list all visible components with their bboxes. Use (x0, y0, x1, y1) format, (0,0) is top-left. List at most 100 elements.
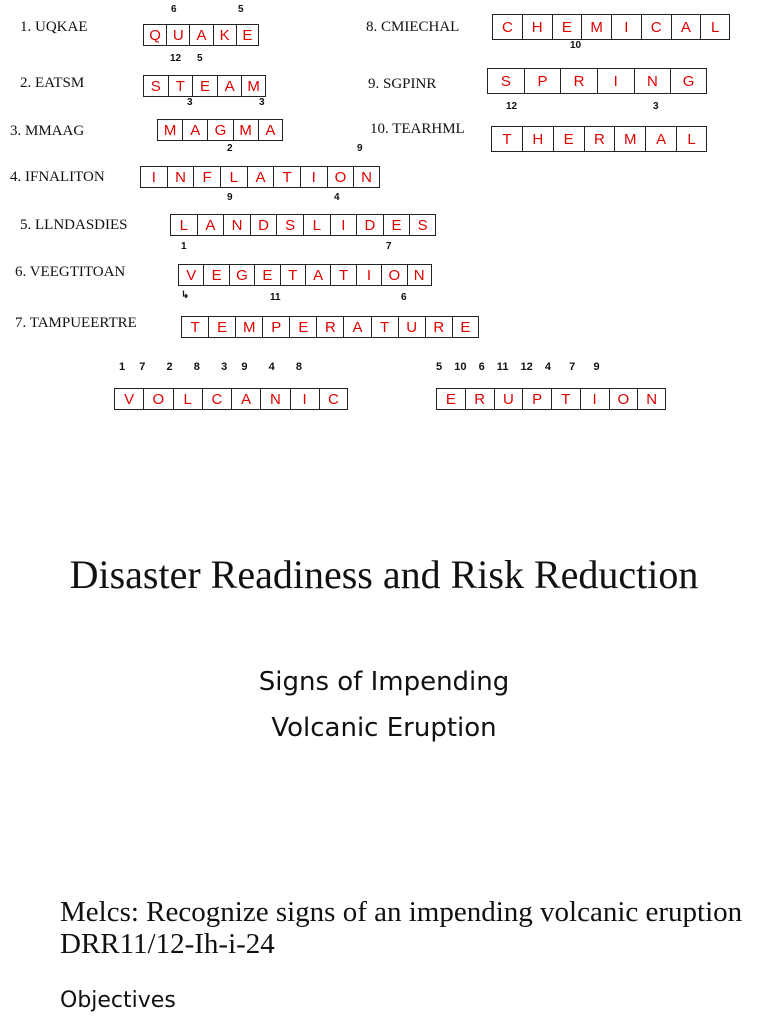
hint-number: 12 (506, 101, 518, 112)
answer-letter: C (201, 389, 231, 409)
answer-boxes: S P R I N G (487, 68, 707, 94)
page-title: Disaster Readiness and Risk Reduction (69, 552, 699, 597)
answer-letter: L (219, 167, 247, 187)
answer-letter: U (166, 25, 189, 45)
hint-number: 7 (386, 241, 392, 252)
answer-letter: E (254, 265, 279, 285)
answer-letter: H (521, 15, 552, 39)
answer-letter: M (581, 15, 611, 39)
answer-letter: M (614, 127, 645, 151)
answer-letter: M (235, 317, 262, 337)
answer-letter: A (304, 265, 330, 285)
answer-letter: K (212, 25, 236, 45)
subtitle-line-2: Volcanic Eruption (271, 713, 497, 743)
answer-letter: L (700, 15, 730, 39)
answer-letter: N (353, 167, 380, 187)
answer-boxes: V E G E T A T I O N (178, 264, 432, 286)
hint-number: 3 (187, 97, 193, 108)
scrambled-clue: 8. CMIECHAL (366, 19, 460, 35)
answer-letter: R (560, 69, 597, 93)
answer-letter: I (596, 69, 634, 93)
melcs-statement: Melcs: Recognize signs of an impending v… (60, 896, 743, 960)
answer-letter: M (157, 120, 182, 140)
objectives-heading: Objectives (60, 988, 176, 1013)
hint-number: 9 (357, 143, 363, 154)
answer-letter: S (487, 69, 524, 93)
answer-letter: H (521, 127, 553, 151)
answer-letter: I (299, 167, 327, 187)
answer-boxes: Q U A K E (143, 24, 259, 46)
scrambled-clue: 3. MMAAG (10, 123, 85, 139)
answer-letter: I (611, 15, 641, 39)
answer-letter: E (208, 317, 235, 337)
answer-letter: G (670, 69, 707, 93)
scrambled-clue: 2. EATSM (20, 75, 85, 91)
hint-number: 5 (238, 4, 244, 15)
answer-letter: T (273, 167, 300, 187)
answer-letter: I (355, 265, 381, 285)
answer-letter: T (551, 389, 580, 409)
answer-boxes: E R U P T I O N (436, 388, 666, 410)
answer-letter: L (302, 215, 330, 235)
answer-letter: P (523, 69, 561, 93)
scrambled-clue: 5. LLNDASDIES (20, 217, 128, 233)
answer-letter: M (232, 120, 258, 140)
answer-boxes: I N F L A T I O N (140, 166, 380, 188)
answer-letter: C (318, 389, 348, 409)
answer-letter: E (235, 25, 259, 45)
answer-boxes: S T E A M (143, 75, 266, 97)
answer-letter: O (143, 389, 172, 409)
answer-letter: N (260, 389, 289, 409)
hint-number: 11 (270, 292, 281, 303)
answer-letter: N (166, 167, 194, 187)
hint-number: 6 (171, 4, 177, 15)
answer-letter: T (370, 317, 398, 337)
answer-letter: L (170, 215, 197, 235)
answer-letter: R (316, 317, 343, 337)
hint-number: 5 (197, 53, 203, 64)
answer-letter: I (140, 167, 167, 187)
answer-letter: O (326, 167, 354, 187)
answer-boxes: L A N D S L I D E S (170, 214, 436, 236)
answer-boxes: T H E R M A L (491, 126, 707, 152)
answer-letter: E (451, 317, 479, 337)
answer-letter: T (330, 265, 355, 285)
code-numbers: 1 7 2 8 3 9 4 8 (119, 361, 303, 373)
scrambled-clue: 1. UQKAE (20, 19, 88, 35)
answer-letter: A (182, 120, 207, 140)
answer-letter: U (397, 317, 425, 337)
answer-letter: R (583, 127, 615, 151)
answer-letter: N (406, 265, 432, 285)
answer-letter: E (382, 215, 410, 235)
hint-number: 3 (653, 101, 659, 112)
answer-letter: C (640, 15, 671, 39)
answer-letter: A (343, 317, 370, 337)
answer-boxes: T E M P E R A T U R E (181, 316, 479, 338)
answer-letter: A (196, 215, 224, 235)
answer-letter: S (276, 215, 303, 235)
hint-number: 6 (401, 292, 407, 303)
answer-letter: N (637, 389, 666, 409)
answer-letter: T (279, 265, 305, 285)
answer-letter: I (579, 389, 609, 409)
subtitle-line-1: Signs of Impending (258, 667, 510, 697)
answer-letter: O (608, 389, 638, 409)
answer-letter: V (114, 389, 143, 409)
scrambled-clue: 6. VEEGTITOAN (15, 264, 126, 280)
scrambled-clue: 10. TEARHML (370, 121, 465, 137)
scrambled-clue: 9. SGPINR (368, 76, 437, 92)
answer-letter: R (464, 389, 494, 409)
hint-number: 12 (170, 53, 182, 64)
scrambled-clue: 4. IFNALITON (10, 169, 105, 185)
answer-boxes: C H E M I C A L (492, 14, 730, 40)
answer-letter: E (192, 76, 217, 96)
answer-letter: L (676, 127, 707, 151)
answer-letter: D (356, 215, 383, 235)
answer-letter: Q (143, 25, 166, 45)
hint-number: 9 (227, 192, 233, 203)
answer-letter: A (246, 167, 274, 187)
answer-letter: A (257, 120, 283, 140)
answer-letter: L (172, 389, 202, 409)
hint-number: 4 (334, 192, 340, 203)
answer-boxes: V O L C A N I C (114, 388, 348, 410)
